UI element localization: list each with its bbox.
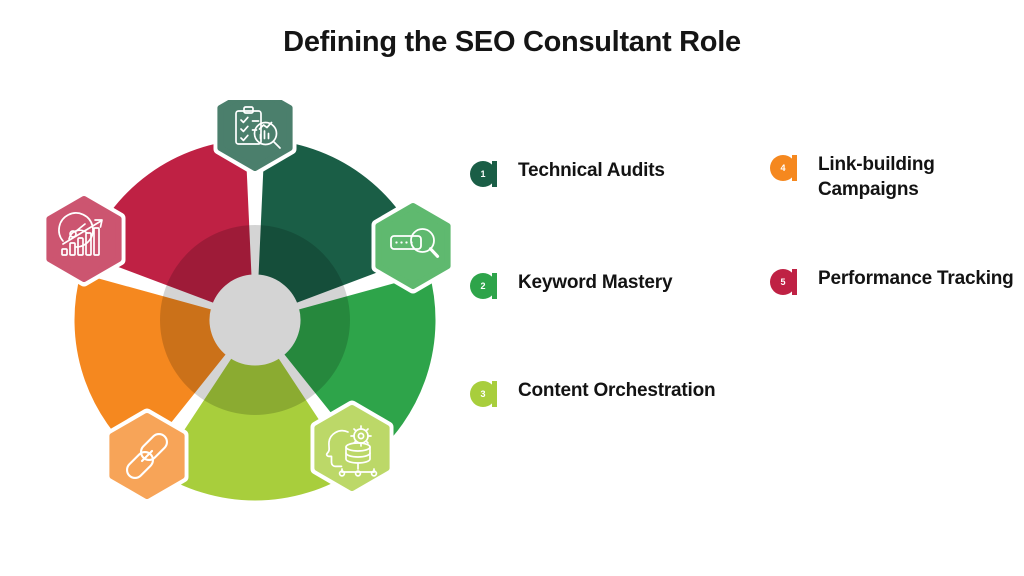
- legend-number-badge-3: 3: [470, 381, 496, 407]
- legend-accent-bar-2: [492, 273, 497, 299]
- legend-accent-bar-5: [792, 269, 797, 295]
- legend-item-keyword-mastery[interactable]: 2 Keyword Mastery: [470, 270, 720, 299]
- center-overlay-circle: [160, 225, 350, 415]
- legend-marker-5: 5: [770, 269, 804, 295]
- legend-marker-3: 3: [470, 381, 504, 407]
- legend-item-link-building[interactable]: 4 Link-building Campaigns: [770, 152, 1020, 202]
- legend: 1 Technical Audits 2 Keyword Mastery 3 C…: [470, 140, 1015, 440]
- hexagon-fill-5: [46, 196, 122, 282]
- legend-accent-bar-4: [792, 155, 797, 181]
- head-gear-database-icon: [325, 425, 378, 477]
- badge-link-building[interactable]: [105, 408, 189, 504]
- search-bar-magnifier-icon: [390, 228, 440, 258]
- hexagon-fill-3: [314, 405, 390, 491]
- legend-item-performance-tracking[interactable]: 5 Performance Tracking: [770, 266, 1020, 295]
- legend-label-1: Technical Audits: [518, 160, 665, 181]
- legend-label-3: Content Orchestration: [518, 380, 716, 401]
- legend-number-badge-1: 1: [470, 161, 496, 187]
- wheel-svg: [42, 100, 455, 504]
- chain-link-icon: [126, 433, 168, 479]
- badge-technical-audits[interactable]: [213, 100, 297, 176]
- legend-number-badge-5: 5: [770, 269, 796, 295]
- legend-marker-4: 4: [770, 155, 804, 181]
- legend-accent-bar-1: [492, 161, 497, 187]
- legend-number-badge-2: 2: [470, 273, 496, 299]
- wheel-segment-link-building[interactable]: [71, 270, 230, 464]
- legend-label-4: Link-building Campaigns: [818, 154, 935, 201]
- page-title: Defining the SEO Consultant Role: [283, 26, 741, 58]
- legend-marker-1: 1: [470, 161, 504, 187]
- clipboard-magnifier-icon: [235, 106, 281, 149]
- badge-keyword-mastery[interactable]: [371, 198, 455, 294]
- gauge-bar-chart-icon: [58, 212, 103, 256]
- legend-item-technical-audits[interactable]: 1 Technical Audits: [470, 158, 720, 187]
- legend-number-badge-4: 4: [770, 155, 796, 181]
- legend-accent-bar-3: [492, 381, 497, 407]
- badge-content-orchestration[interactable]: [310, 400, 394, 496]
- legend-label-5: Performance Tracking: [818, 268, 1014, 289]
- seo-role-wheel-chart: [35, 100, 475, 540]
- legend-item-content-orchestration[interactable]: 3 Content Orchestration: [470, 378, 720, 407]
- segment-body-4: [71, 270, 230, 464]
- legend-marker-2: 2: [470, 273, 504, 299]
- badge-performance-tracking[interactable]: [42, 191, 126, 287]
- legend-label-2: Keyword Mastery: [518, 272, 673, 293]
